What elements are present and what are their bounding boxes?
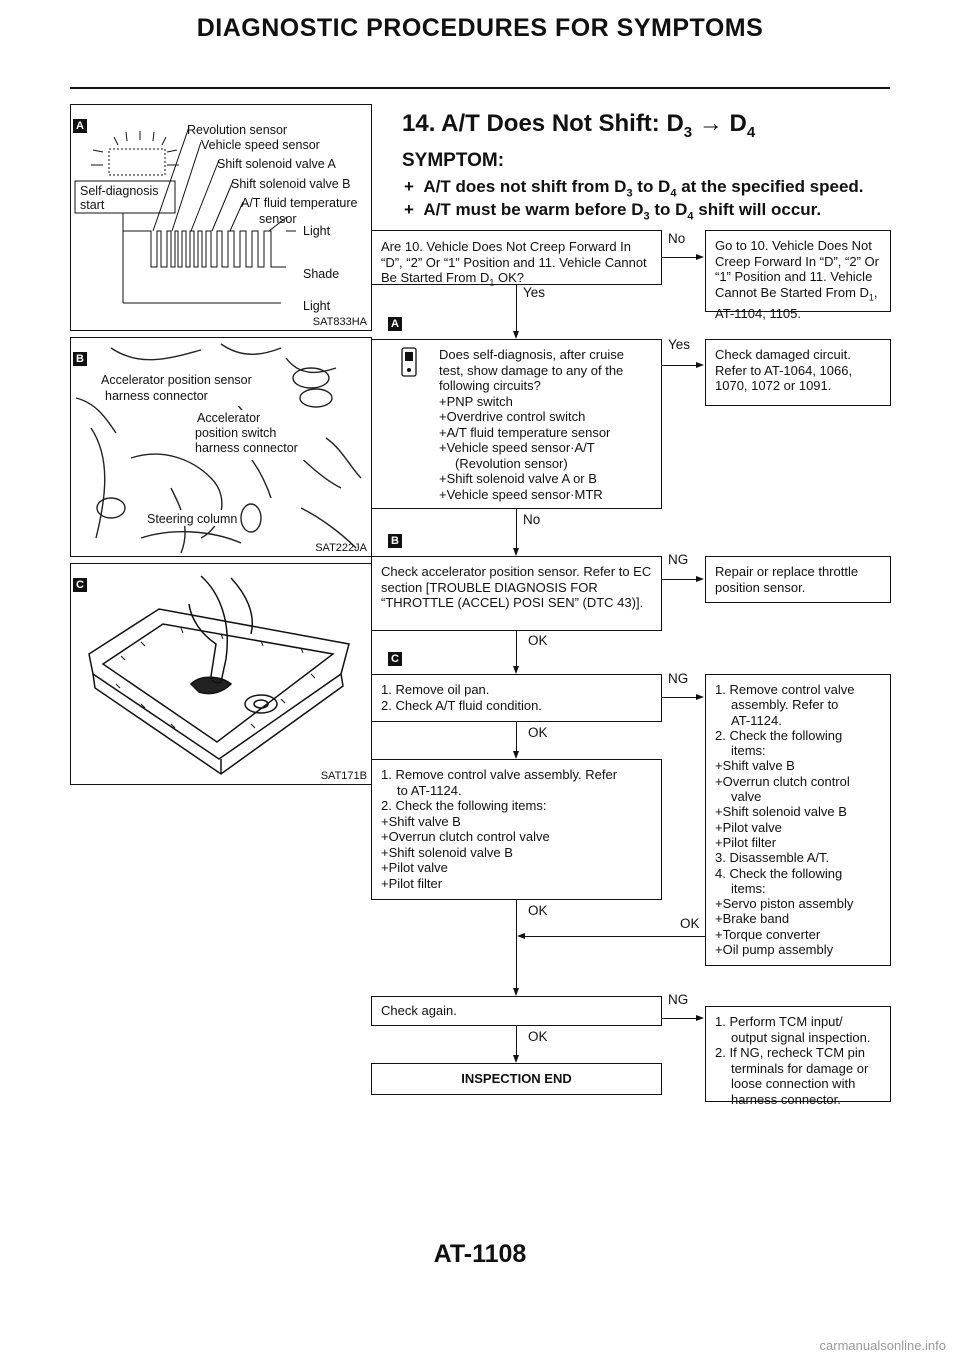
connector bbox=[662, 257, 697, 258]
arrow bbox=[696, 694, 704, 700]
diagram-label: Light bbox=[303, 224, 331, 238]
step6-ng-label: NG bbox=[668, 992, 689, 1007]
step3-ng-label: NG bbox=[668, 552, 689, 567]
figure-a: A Revolution sensor Vehicle speed sensor… bbox=[70, 104, 372, 331]
header-rule bbox=[70, 87, 890, 89]
step3-box: Check accelerator position sensor. Refer… bbox=[371, 556, 662, 631]
symptom-item: + A/T must be warm before D3 to D4 shift… bbox=[404, 200, 822, 223]
arrow bbox=[513, 666, 519, 674]
arrow bbox=[696, 576, 704, 582]
step1-side-box: Go to 10. Vehicle Does Not Creep Forward… bbox=[705, 230, 891, 321]
arrow bbox=[513, 751, 519, 759]
figure-marker-a: A bbox=[73, 119, 87, 133]
step5-ok-label: OK bbox=[528, 903, 548, 918]
start-label: start bbox=[80, 198, 105, 212]
connector bbox=[516, 722, 517, 752]
start-label: Self-diagnosis bbox=[80, 184, 159, 198]
watermark: carmanualsonline.info bbox=[819, 1338, 946, 1353]
diagram-label: Shade bbox=[303, 267, 340, 281]
page-number: AT-1108 bbox=[433, 1240, 527, 1268]
connector bbox=[516, 900, 517, 989]
photo-label: Steering column bbox=[147, 512, 238, 526]
step1-yes-label: Yes bbox=[523, 285, 546, 300]
connector bbox=[524, 936, 705, 937]
step4-ng-label: NG bbox=[668, 671, 689, 686]
diagram-label: Shift solenoid valve B bbox=[231, 177, 351, 191]
figure-b: B Accelerator position sensor harness co… bbox=[70, 337, 372, 557]
connector bbox=[516, 285, 517, 333]
step3-side-box: Repair or replace throttle position sens… bbox=[705, 556, 891, 603]
arrow bbox=[696, 254, 704, 260]
flow-marker-a: A bbox=[388, 317, 402, 331]
step4-ok-label: OK bbox=[528, 725, 548, 740]
arrow bbox=[517, 933, 525, 939]
connector bbox=[516, 631, 517, 668]
connector bbox=[516, 509, 517, 550]
diagram-label: Vehicle speed sensor bbox=[201, 138, 320, 152]
symptom-heading: SYMPTOM: bbox=[402, 150, 505, 171]
photo-label: harness connector bbox=[195, 441, 298, 455]
consult-tool-icon bbox=[401, 347, 417, 377]
arrow bbox=[513, 331, 519, 339]
arrow bbox=[513, 1055, 519, 1063]
connector bbox=[516, 1026, 517, 1056]
diagram-label: Light bbox=[303, 299, 331, 313]
inspection-end-box: INSPECTION END bbox=[371, 1063, 662, 1095]
flow-marker-c: C bbox=[388, 652, 402, 666]
arrow bbox=[513, 548, 519, 556]
arrow bbox=[513, 988, 519, 996]
connector bbox=[662, 1018, 697, 1019]
page-header: DIAGNOSTIC PROCEDURES FOR SYMPTOMS bbox=[196, 14, 764, 42]
figure-code: SAT222JA bbox=[315, 542, 367, 554]
arrow bbox=[696, 1015, 704, 1021]
photo-label: Accelerator position sensor bbox=[101, 373, 252, 387]
figure-code: SAT171B bbox=[320, 770, 367, 782]
flow-marker-b: B bbox=[388, 534, 402, 548]
step4-side-ok-label: OK bbox=[680, 916, 700, 931]
arrow bbox=[696, 362, 704, 368]
step4-side-box: 1. Remove control valve assembly. Refer … bbox=[705, 674, 891, 966]
photo-label: position switch bbox=[195, 426, 277, 440]
self-diagnosis-diagram bbox=[74, 126, 296, 304]
diagram-label: Shift solenoid valve A bbox=[217, 157, 336, 171]
oil-pan-illustration bbox=[88, 575, 350, 775]
diagram-label: Revolution sensor bbox=[187, 123, 288, 137]
step2-side-box: Check damaged circuit. Refer to AT-1064,… bbox=[705, 339, 891, 406]
step1-no-label: No bbox=[668, 231, 686, 246]
connector bbox=[662, 697, 697, 698]
diagram-label: A/T fluid temperature bbox=[241, 196, 358, 210]
step6-side-box: 1. Perform TCM input/ output signal insp… bbox=[705, 1006, 891, 1107]
connector bbox=[662, 579, 697, 580]
connector bbox=[662, 365, 697, 366]
step3-ok-label: OK bbox=[528, 633, 548, 648]
step4-box: 1. Remove oil pan. 2. Check A/T fluid co… bbox=[371, 674, 662, 722]
figure-marker-b: B bbox=[73, 352, 87, 366]
figure-code: SAT833HA bbox=[312, 316, 367, 328]
step2-yes-label: Yes bbox=[668, 337, 691, 352]
photo-label: harness connector bbox=[105, 389, 208, 403]
figure-marker-c: C bbox=[73, 578, 87, 592]
step6-box: Check again. bbox=[371, 996, 662, 1026]
step1-box: Are 10. Vehicle Does Not Creep Forward I… bbox=[371, 230, 662, 288]
step2-box: Does self-diagnosis, after cruise test, … bbox=[371, 339, 662, 509]
figure-c: C SAT171B bbox=[70, 563, 372, 785]
step2-no-label: No bbox=[523, 512, 541, 527]
diagram-label: sensor bbox=[259, 212, 297, 226]
section-title: 14. A/T Does Not Shift: D3 → D4 bbox=[402, 110, 756, 141]
step6-ok-label: OK bbox=[528, 1029, 548, 1044]
step5-box: 1. Remove control valve assembly. Refer … bbox=[371, 759, 662, 900]
accelerator-sensor-illustration bbox=[75, 343, 362, 554]
symptom-item: + A/T does not shift from D3 to D4 at th… bbox=[404, 177, 864, 200]
photo-label: Accelerator bbox=[197, 411, 261, 425]
